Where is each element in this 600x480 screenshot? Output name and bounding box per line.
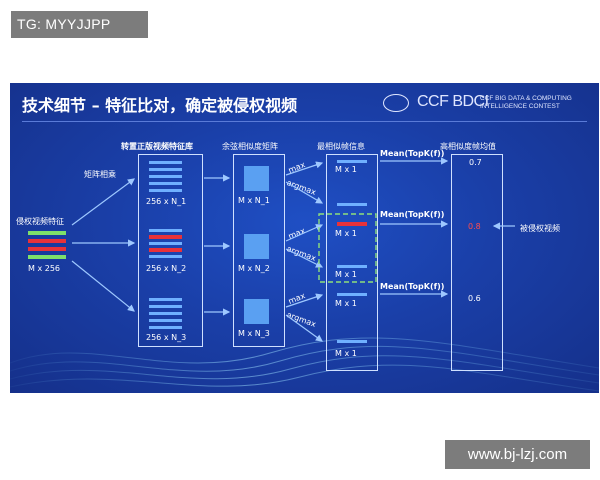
feature-bar [149,255,182,258]
arrow [285,248,324,268]
mean-label: Mean(TopK(f)) [380,210,445,219]
frame-info-box [326,154,378,371]
avg-value: 0.6 [468,294,481,303]
frame-bar [337,265,367,268]
frame-dim: M x 1 [335,270,357,279]
arrow [71,260,135,312]
similarity-dim: M x N_1 [238,196,270,205]
mean-label: Mean(TopK(f)) [380,149,445,158]
feature-bar [149,189,182,192]
query-feature-row [28,231,66,235]
query-dim: M x 256 [28,264,60,273]
watermark-bottom: www.bj-lzj.com [445,440,590,469]
feature-bar-highlight [149,248,182,252]
query-feature-row [28,247,66,251]
library-title: 转置正版视频特征库 [121,142,193,151]
feature-bar [149,182,182,185]
arrow [285,293,324,308]
frame-dim: M x 1 [335,165,357,174]
result-label: 被侵权视频 [520,224,560,233]
frame-bar [337,160,367,163]
slide: 技术细节 – 特征比对，确定被侵权视频 CCF BDCI CCF BIG DAT… [10,83,599,393]
similarity-matrix [244,166,269,191]
similarity-matrix [244,234,269,259]
avg-title: 高相似度帧均值 [440,142,496,151]
logo-subtitle: CCF BIG DATA & COMPUTING INTELLIGENCE CO… [480,95,599,111]
feature-bar [149,319,182,322]
feature-bar [149,326,182,329]
arrow [285,224,324,242]
arrow [71,178,135,226]
frame-dim: M x 1 [335,229,357,238]
library-box [138,154,203,347]
similarity-box [233,154,285,347]
avg-value: 0.7 [469,158,482,167]
frame-bar [337,203,367,206]
feature-bar [149,312,182,315]
library-dim: 256 x N_2 [146,264,187,273]
similarity-matrix [244,299,269,324]
logo-mark: CCF BDCI [417,93,489,110]
flow-arrows [71,157,515,342]
frame-info-title: 最相似帧信息 [317,142,365,151]
frame-dim: M x 1 [335,299,357,308]
query-feature-row [28,255,66,259]
similarity-dim: M x N_2 [238,264,270,273]
highlight-dashed-box [318,213,377,283]
query-feature-row [28,239,66,243]
feature-bar [149,229,182,232]
arrow [285,314,323,342]
arrow [285,161,324,176]
watermark-top: TG: MYYJJPP [11,11,148,38]
library-dim: 256 x N_3 [146,333,187,342]
feature-bar [149,168,182,171]
logo-subtitle-line1: CCF BIG DATA & COMPUTING [480,95,572,102]
feature-bar [149,242,182,245]
query-label: 侵权视频特征 [16,217,64,226]
logo-subtitle-line2: INTELLIGENCE CONTEST [480,103,560,110]
feature-bar [149,298,182,301]
avg-value-highlight: 0.8 [468,222,481,231]
title-divider [22,121,587,122]
feature-bar [149,175,182,178]
frame-bar-highlight [337,222,367,226]
seal-icon [383,94,409,112]
frame-bar [337,340,367,343]
similarity-dim: M x N_3 [238,329,270,338]
feature-bar-highlight [149,235,182,239]
frame-bar [337,293,367,296]
feature-bar [149,161,182,164]
wave-decoration [10,337,599,392]
similarity-title: 余弦相似度矩阵 [222,142,278,151]
matmul-label: 矩阵相乘 [84,170,116,179]
slide-title: 技术细节 – 特征比对，确定被侵权视频 [22,96,298,115]
arrow [285,181,324,204]
feature-bar [149,305,182,308]
avg-box [451,154,503,371]
frame-dim: M x 1 [335,349,357,358]
library-dim: 256 x N_1 [146,197,187,206]
mean-label: Mean(TopK(f)) [380,282,445,291]
